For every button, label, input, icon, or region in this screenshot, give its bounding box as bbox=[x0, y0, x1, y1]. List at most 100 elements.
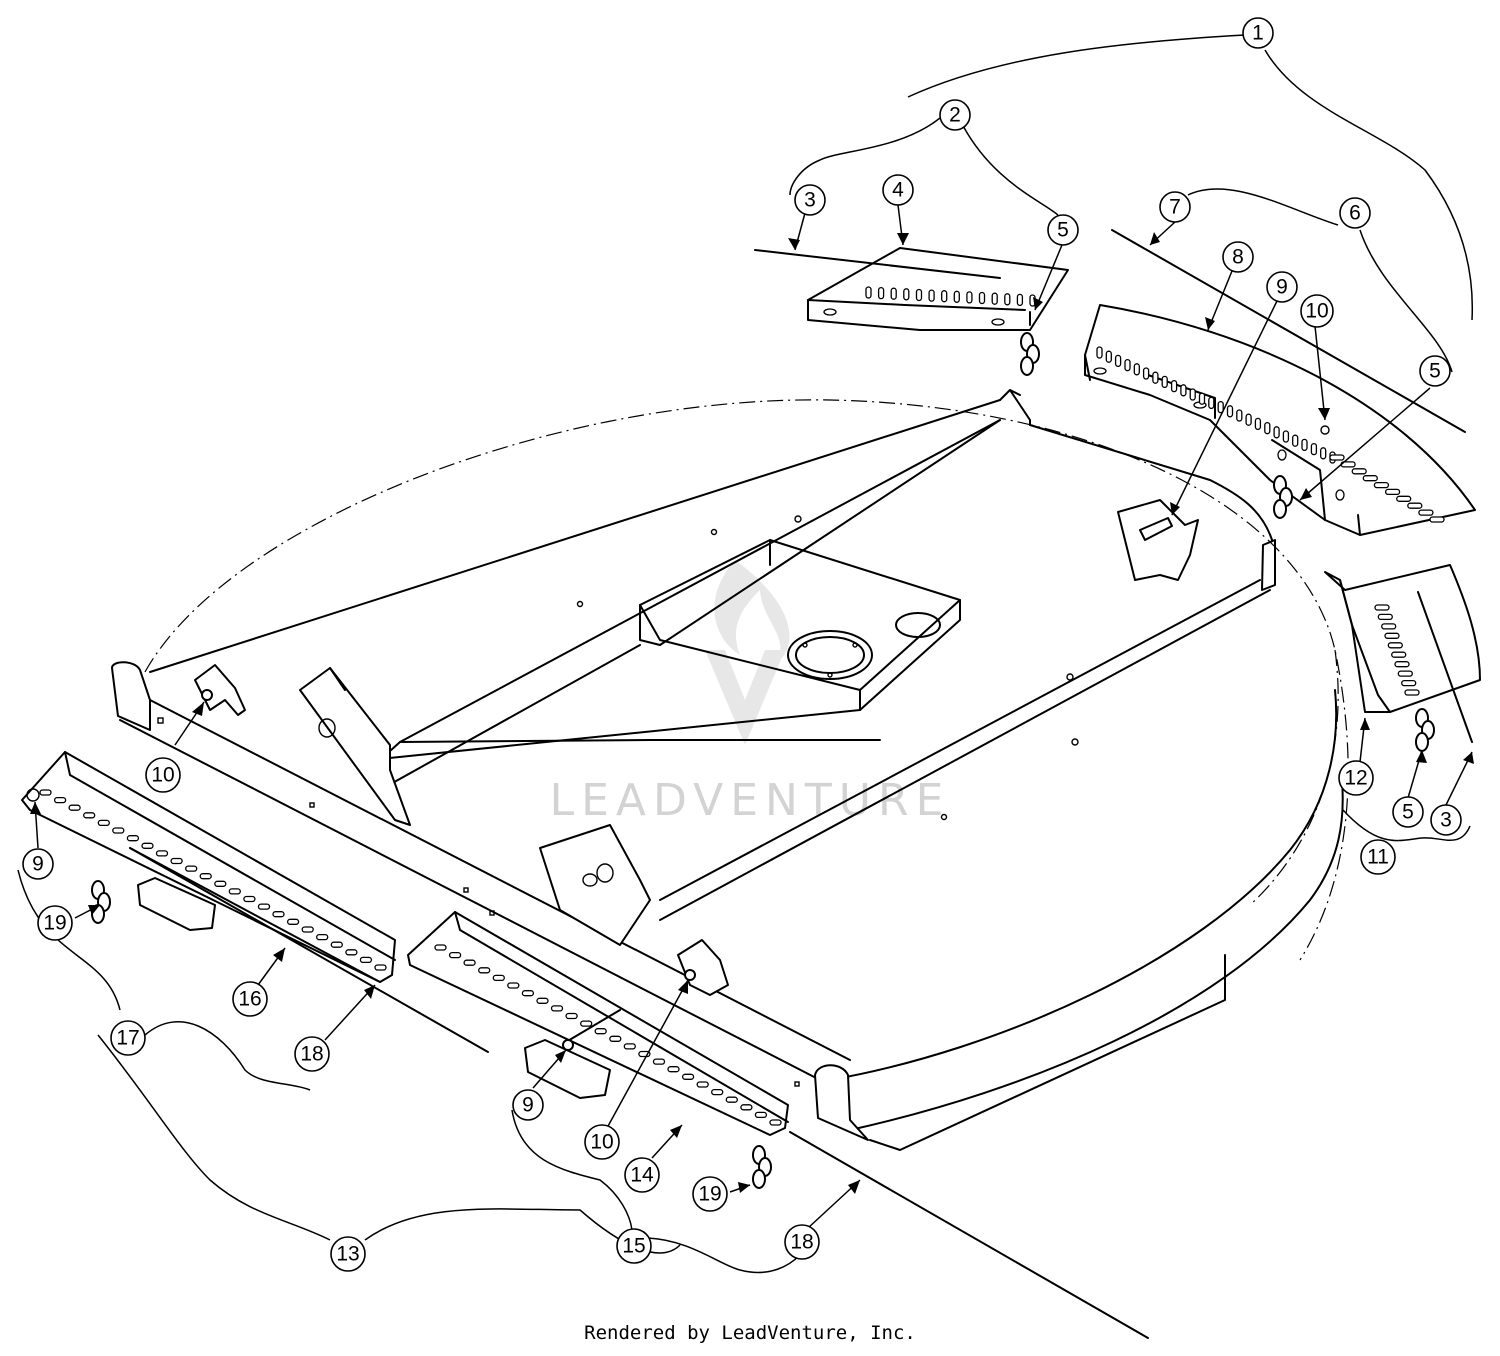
guard-slot bbox=[112, 827, 125, 834]
guard-slot bbox=[1096, 346, 1103, 359]
guard-slot bbox=[1189, 388, 1196, 401]
guard-slot bbox=[1292, 434, 1299, 447]
callout-19: 19 bbox=[692, 1176, 728, 1212]
guard-slot bbox=[623, 1043, 636, 1050]
guard-slot bbox=[272, 911, 285, 918]
callout-6: 6 bbox=[1339, 197, 1371, 229]
callout-2: 2 bbox=[939, 99, 971, 131]
guard-slot bbox=[1391, 651, 1407, 658]
guard-slot bbox=[1016, 293, 1024, 307]
chain-link bbox=[1415, 732, 1429, 752]
guard-slot bbox=[1245, 413, 1252, 426]
svg-text:5: 5 bbox=[1429, 360, 1441, 383]
chain-link bbox=[1273, 499, 1287, 519]
guard-slot bbox=[1273, 426, 1280, 439]
guard-slot bbox=[1310, 442, 1318, 456]
guard-slot bbox=[155, 850, 169, 857]
svg-text:18: 18 bbox=[790, 1231, 813, 1254]
guard-slot bbox=[978, 291, 986, 305]
svg-text:17: 17 bbox=[116, 1027, 139, 1050]
guard-slot bbox=[1384, 488, 1401, 496]
guard-slot bbox=[330, 941, 343, 948]
callout-8: 8 bbox=[1222, 241, 1254, 273]
guard-slot bbox=[903, 288, 910, 301]
guard-slot bbox=[740, 1104, 753, 1111]
guard-slot bbox=[1381, 623, 1397, 630]
guard-slot bbox=[580, 1020, 593, 1027]
guard-slot bbox=[991, 292, 998, 305]
guard-slot bbox=[1142, 367, 1150, 380]
guard-slot bbox=[1387, 642, 1403, 649]
guard-slot bbox=[1264, 421, 1271, 435]
svg-text:6: 6 bbox=[1349, 202, 1361, 225]
callout-5: 5 bbox=[1392, 796, 1424, 828]
callout-15: 15 bbox=[616, 1228, 652, 1264]
callout-10: 10 bbox=[145, 757, 181, 793]
mower-deck bbox=[111, 389, 1349, 1151]
guard-slot bbox=[316, 933, 329, 941]
guard-slot bbox=[448, 951, 462, 959]
guard-slot bbox=[257, 903, 271, 910]
guard-slot bbox=[915, 288, 923, 302]
guard-slot bbox=[1396, 495, 1412, 502]
guard-slots bbox=[39, 286, 1445, 1126]
guard-slot bbox=[1105, 350, 1112, 363]
guard-slot bbox=[1320, 447, 1327, 460]
callout-10: 10 bbox=[1300, 294, 1334, 328]
front-guard-left bbox=[21, 751, 489, 1053]
guard-slot bbox=[1373, 481, 1390, 489]
callout-16: 16 bbox=[232, 981, 268, 1017]
callout-19: 19 bbox=[37, 905, 73, 941]
guard-slot bbox=[1180, 384, 1187, 397]
guard-slot bbox=[1282, 430, 1290, 443]
guard-slot bbox=[1384, 632, 1400, 639]
guard-slot bbox=[769, 1119, 782, 1126]
guard-slot bbox=[83, 812, 96, 819]
svg-text:19: 19 bbox=[698, 1183, 721, 1206]
svg-text:3: 3 bbox=[1440, 809, 1452, 832]
guard-slot bbox=[1161, 375, 1168, 389]
svg-text:10: 10 bbox=[1305, 300, 1328, 323]
svg-text:9: 9 bbox=[1276, 276, 1288, 299]
guard-slot bbox=[521, 990, 535, 997]
chain-link bbox=[752, 1169, 766, 1189]
arrowheads bbox=[30, 232, 1474, 1194]
svg-text:10: 10 bbox=[590, 1131, 613, 1154]
guard-slot bbox=[1418, 509, 1434, 516]
guard-slot bbox=[359, 956, 373, 964]
svg-text:15: 15 bbox=[622, 1235, 645, 1258]
guard-slot bbox=[594, 1028, 607, 1035]
svg-text:1: 1 bbox=[1252, 22, 1264, 45]
callout-9: 9 bbox=[512, 1089, 544, 1121]
svg-text:18: 18 bbox=[300, 1043, 323, 1066]
svg-text:5: 5 bbox=[1057, 219, 1069, 242]
guard-slot bbox=[1198, 392, 1206, 405]
callout-9: 9 bbox=[22, 848, 54, 880]
guard-slot bbox=[199, 873, 212, 880]
guard-slot bbox=[97, 819, 110, 827]
guard-slot bbox=[890, 287, 897, 300]
guard-slot bbox=[1236, 409, 1243, 422]
svg-text:3: 3 bbox=[804, 189, 816, 212]
callout-12: 12 bbox=[1338, 760, 1374, 796]
guard-slot bbox=[550, 1005, 564, 1012]
guard-slot bbox=[1404, 689, 1420, 696]
guard-slot bbox=[1362, 475, 1378, 482]
guard-slot bbox=[1407, 502, 1423, 509]
guard-slot bbox=[228, 888, 241, 895]
guard-slot bbox=[1170, 379, 1178, 393]
guard-slot bbox=[1152, 371, 1159, 384]
guard-slot bbox=[1124, 358, 1131, 372]
svg-text:7: 7 bbox=[1169, 196, 1181, 219]
chain-link bbox=[1020, 356, 1034, 376]
guard-slot bbox=[170, 857, 183, 865]
guard-slot bbox=[667, 1066, 680, 1073]
guard-slot bbox=[53, 796, 67, 804]
guard-slot bbox=[286, 918, 300, 925]
guard-slot bbox=[39, 789, 52, 796]
callout-3: 3 bbox=[794, 184, 826, 216]
guard-slot bbox=[1004, 293, 1011, 306]
svg-text:19: 19 bbox=[43, 912, 66, 935]
guard-slot bbox=[345, 949, 358, 956]
